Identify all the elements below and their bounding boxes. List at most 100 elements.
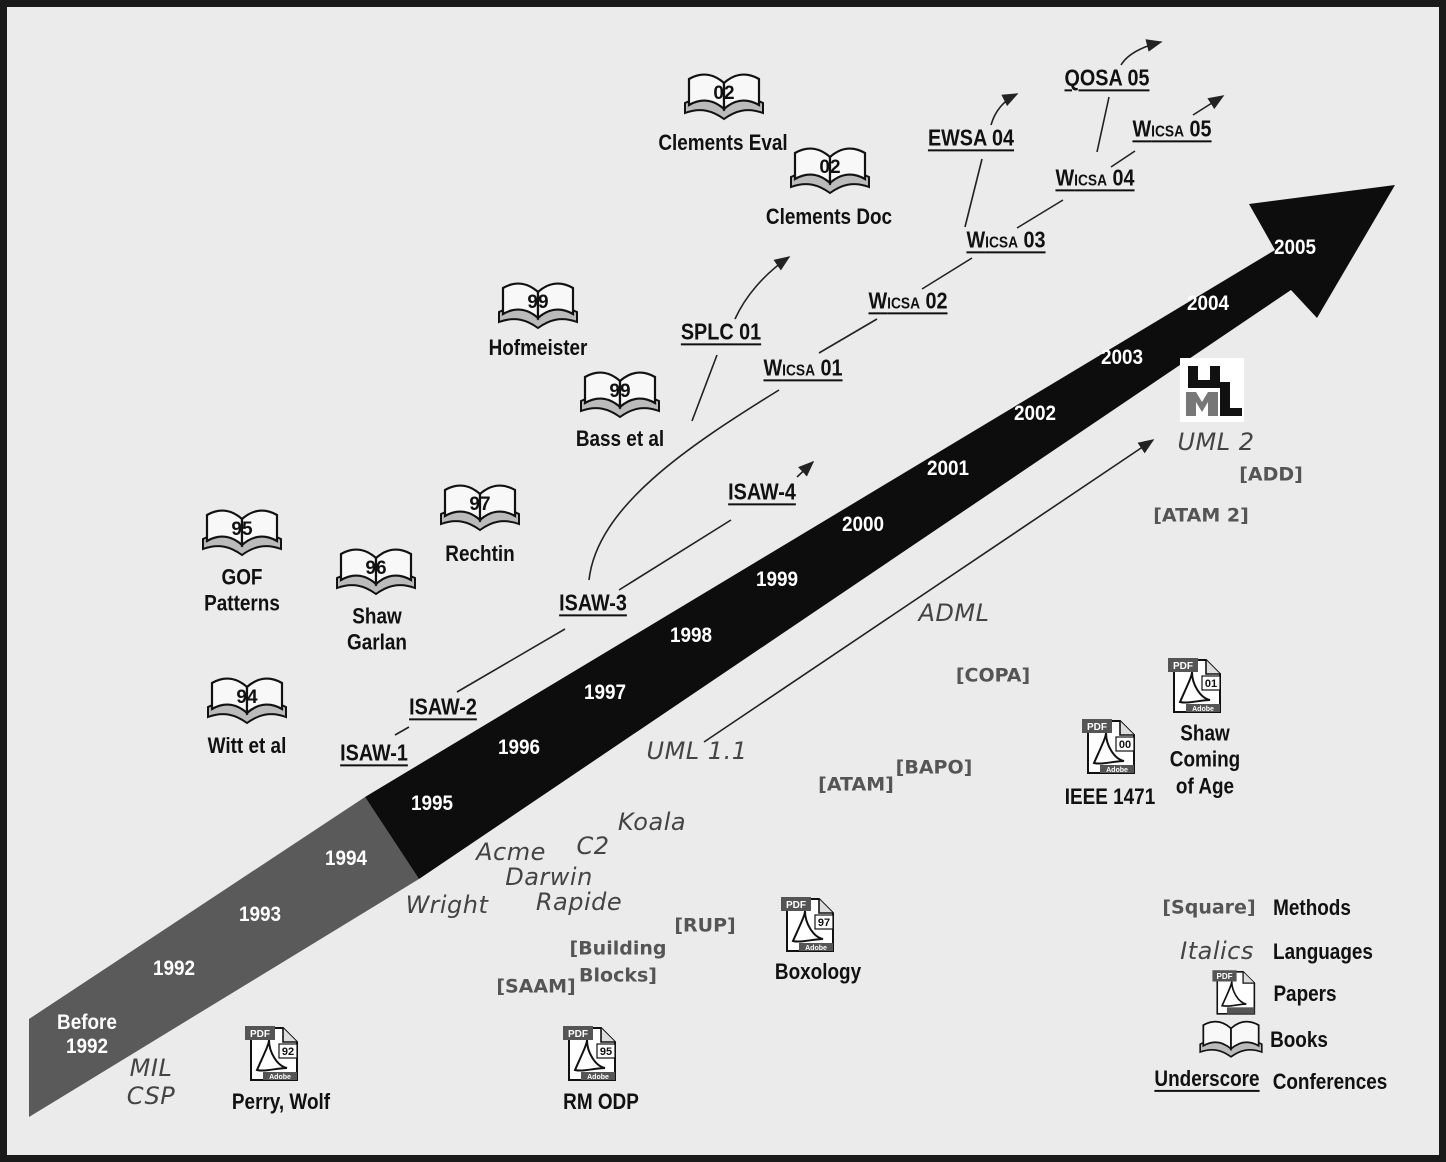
language-darwin: Darwin — [505, 863, 593, 891]
pdf-icon: PDF 00 Adobe — [1082, 719, 1135, 774]
book-caption: Clements Doc — [765, 203, 893, 229]
book-icon: 99 — [498, 282, 578, 330]
svg-text:02: 02 — [819, 157, 840, 178]
svg-text:97: 97 — [818, 917, 830, 929]
paper-caption: Shaw Coming of Age — [1169, 720, 1241, 799]
language-c2: C2 — [576, 832, 610, 860]
svg-text:99: 99 — [527, 292, 548, 313]
wicsa-prefix: W — [763, 354, 783, 381]
year-2002: 2002 — [1013, 401, 1057, 425]
legend-papers-label: Papers — [1273, 980, 1337, 1006]
language-uml-1-1: UML 1.1 — [646, 737, 748, 765]
year-1993: 1993 — [238, 902, 282, 926]
year-1998: 1998 — [669, 623, 713, 647]
method-atam-2: [ATAM 2] — [1153, 504, 1249, 527]
connector-wicsa01-02 — [818, 318, 878, 354]
connector-wicsa05-arrow — [1192, 95, 1225, 116]
book-caption: Bass et al — [575, 425, 665, 451]
connector-wicsa04-qosa — [1096, 96, 1110, 153]
legend-conferences-key: Underscore — [1154, 1065, 1260, 1091]
wicsa-small: ICSA — [1151, 123, 1185, 141]
year-1995: 1995 — [410, 791, 454, 815]
conference-splc-01: SPLC 01 — [680, 318, 762, 345]
book-icon: 99 — [580, 371, 660, 419]
svg-text:PDF: PDF — [250, 1029, 270, 1040]
year-2003: 2003 — [1100, 345, 1144, 369]
uml-logo-icon — [1184, 362, 1242, 418]
legend-pdf-icon: PDF — [1212, 970, 1256, 1015]
conference-wicsa-02: WICSA 02 — [868, 288, 947, 313]
main-timeline-arrow — [365, 185, 1395, 879]
connector-isaw1-isaw2 — [394, 726, 410, 736]
wicsa-prefix: W — [1055, 164, 1075, 191]
conference-wicsa-05: WICSA 05 — [1132, 116, 1211, 141]
wicsa-prefix: W — [1132, 115, 1152, 142]
year-2005: 2005 — [1273, 235, 1317, 259]
connector-qosa-arrow — [1120, 39, 1163, 66]
svg-text:PDF: PDF — [1173, 661, 1193, 672]
wicsa-year: 02 — [920, 287, 948, 314]
method-bapo: [BAPO] — [895, 756, 973, 779]
method-copa: [COPA] — [955, 664, 1031, 687]
wicsa-year: 04 — [1107, 164, 1135, 191]
legend-languages-key: Italics — [1180, 937, 1254, 965]
connector-isaw3-isaw4 — [618, 519, 732, 591]
svg-text:01: 01 — [1205, 678, 1217, 690]
timeline-diagram: Before 1992 1992 1993 1994 1995 1996 199… — [7, 7, 1439, 1155]
book-caption: Rechtin — [445, 540, 515, 566]
uml-logo — [1180, 358, 1244, 422]
method-atam: [ATAM] — [818, 773, 894, 796]
pdf-icon: PDF 95 Adobe — [563, 1026, 616, 1081]
svg-text:99: 99 — [609, 381, 630, 402]
year-2004: 2004 — [1186, 291, 1230, 315]
wicsa-year: 03 — [1018, 226, 1046, 253]
conference-qosa-05: QOSA 05 — [1064, 64, 1150, 91]
method-building-blocks: [Building Blocks] — [569, 937, 667, 986]
legend-books-label: Books — [1270, 1026, 1328, 1052]
year-1994: 1994 — [324, 846, 368, 870]
language-acme: Acme — [476, 838, 546, 866]
svg-text:PDF: PDF — [1087, 722, 1107, 733]
method-add: [ADD] — [1239, 463, 1303, 486]
language-koala: Koala — [617, 808, 687, 836]
wicsa-small: ICSA — [887, 295, 921, 313]
svg-text:95: 95 — [600, 1046, 612, 1058]
wicsa-small: ICSA — [985, 234, 1019, 252]
year-before-1992: Before 1992 — [57, 1010, 117, 1058]
language-mil: MIL — [129, 1054, 173, 1082]
wicsa-small: ICSA — [782, 362, 816, 380]
connector-wicsa03-ewsa — [964, 158, 983, 228]
conference-isaw-4: ISAW-4 — [728, 478, 796, 505]
legend-conferences-label: Conferences — [1272, 1068, 1388, 1094]
svg-text:Adobe: Adobe — [1106, 767, 1128, 774]
svg-text:97: 97 — [469, 494, 490, 515]
wicsa-year: 01 — [815, 354, 843, 381]
language-wright: Wright — [405, 891, 489, 919]
book-icon: 94 — [207, 677, 287, 725]
year-2000: 2000 — [841, 512, 885, 536]
conference-wicsa-04: WICSA 04 — [1055, 165, 1134, 190]
diagram-graphics — [29, 39, 1395, 1117]
connector-isaw4-arrow — [796, 460, 815, 478]
svg-text:95: 95 — [231, 519, 253, 540]
conference-isaw-2: ISAW-2 — [409, 693, 477, 720]
svg-text:PDF: PDF — [1216, 972, 1232, 981]
language-csp: CSP — [126, 1082, 176, 1110]
conference-isaw-3: ISAW-3 — [559, 589, 627, 616]
svg-text:96: 96 — [365, 558, 386, 579]
wicsa-small: ICSA — [1074, 172, 1108, 190]
book-caption: Shaw Garlan — [347, 603, 407, 655]
wicsa-prefix: W — [868, 287, 888, 314]
language-rapide: Rapide — [535, 888, 623, 916]
wicsa-prefix: W — [966, 226, 986, 253]
conference-isaw-1: ISAW-1 — [340, 739, 408, 766]
connector-wicsa04-05 — [1110, 150, 1136, 168]
legend-methods-key: [Square] — [1162, 896, 1256, 919]
svg-text:PDF: PDF — [568, 1029, 588, 1040]
pdf-icon: PDF 97 Adobe — [781, 897, 834, 952]
year-1997: 1997 — [583, 680, 627, 704]
connector-uml11-uml2 — [703, 439, 1155, 743]
book-icon: 02 — [790, 147, 870, 195]
svg-text:Adobe: Adobe — [587, 1074, 609, 1081]
connector-splc — [691, 354, 718, 422]
